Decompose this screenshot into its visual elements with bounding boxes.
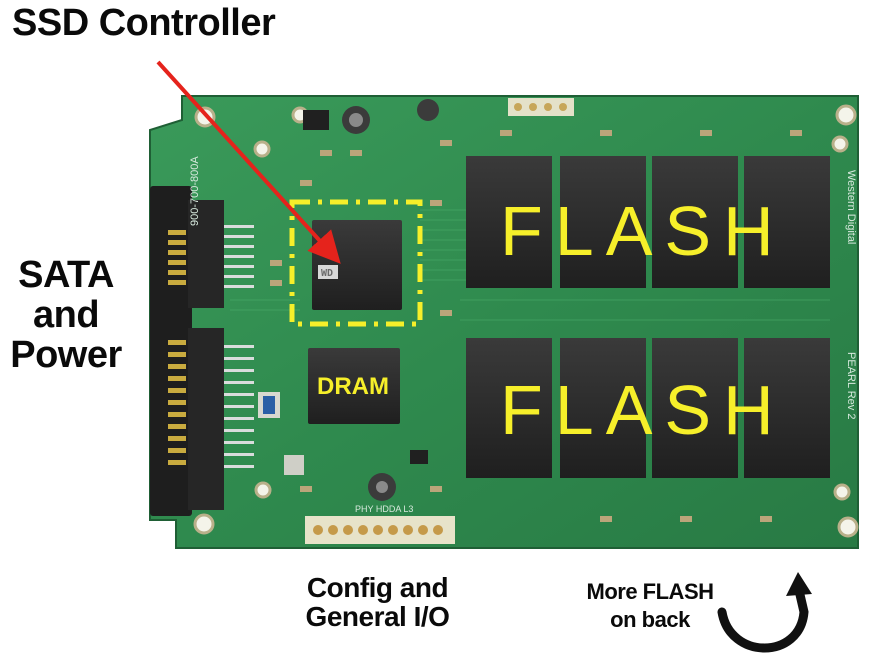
flash-label-bottom: FLASH — [500, 371, 786, 449]
config-label-line2: General I/O — [305, 601, 450, 633]
flash-chips-top — [466, 156, 830, 288]
controller-brand-print: WD — [321, 268, 333, 279]
part-number-print: 900-700-800A — [189, 156, 201, 226]
flip-board-arrow-icon — [717, 572, 812, 653]
flash-chips-bottom — [466, 338, 830, 478]
controller-highlight-box — [289, 199, 423, 327]
revision-print: PEARL Rev 2 — [845, 352, 857, 419]
back-label-line2: on back — [610, 606, 690, 632]
dram-text: DRAM — [317, 373, 389, 400]
mounting-holes — [193, 104, 859, 538]
sata-connector — [150, 186, 254, 516]
ssd-controller-label: SSD Controller — [12, 2, 276, 44]
dram-chip: DRAM — [308, 348, 400, 424]
back-label-line1: More FLASH — [586, 579, 715, 604]
pcb-traces — [230, 209, 830, 321]
more-flash-label: More FLASH on back — [566, 578, 734, 633]
sata-label-line1: SATA — [18, 254, 114, 296]
config-header-pins — [305, 516, 455, 544]
phy-print: PHY HDDA L3 — [355, 504, 413, 514]
controller-chip: WD — [312, 220, 402, 310]
controller-pointer-arrow — [156, 60, 341, 264]
sata-label-line2: and — [32, 293, 100, 336]
passive-components — [258, 98, 802, 522]
brand-print: Western Digital — [845, 170, 857, 244]
flash-label-top: FLASH — [500, 192, 786, 270]
sata-label-line3: Power — [10, 333, 122, 376]
sata-power-label: SATA and Power — [6, 254, 126, 376]
config-label-line1: Config and — [306, 572, 449, 603]
config-io-label: Config and General I/O — [290, 573, 465, 632]
